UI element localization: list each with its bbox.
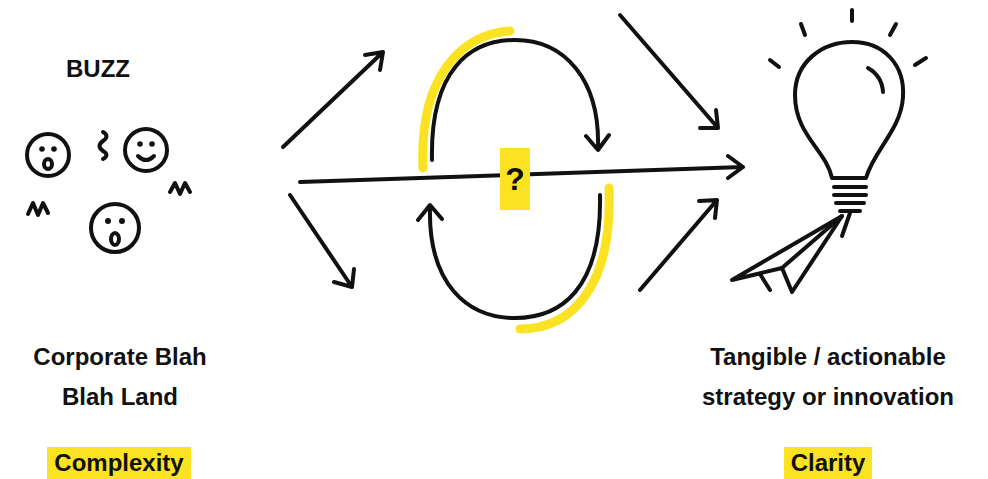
label-text: BUZZ (66, 55, 130, 82)
node-text: Complexity (54, 447, 183, 479)
sketch-arrows (283, 15, 743, 318)
squiggle (28, 203, 48, 215)
label-text: Corporate Blah Blah Land (33, 343, 206, 410)
face (91, 204, 139, 252)
arrow (283, 52, 383, 147)
arrow (290, 195, 354, 287)
buzzing-faces (27, 129, 190, 252)
highlight-box: Clarity (784, 447, 873, 479)
highlight-box: Complexity (47, 447, 190, 479)
region-label: Corporate Blah Blah Land (20, 337, 220, 417)
highlight-stroke (423, 31, 510, 168)
node-text: Clarity (791, 447, 866, 479)
squiggle (100, 132, 107, 159)
face (27, 134, 69, 176)
question-box: ? (500, 148, 530, 210)
mouth (138, 156, 154, 160)
mouth (44, 159, 52, 169)
face (125, 129, 167, 171)
highlight-stroke (520, 188, 609, 329)
arrow (640, 200, 717, 290)
cycle-arrow (418, 195, 600, 318)
label-text: Tangible / actionable strategy or innova… (702, 343, 954, 410)
node-text: ? (505, 161, 525, 197)
arrow (620, 15, 718, 128)
squiggle (170, 183, 190, 194)
region-label: Tangible / actionable strategy or innova… (683, 337, 973, 417)
lightbulb (770, 10, 926, 236)
paper-plane (732, 216, 842, 292)
cycle-arrow (432, 40, 609, 160)
eyes (39, 141, 155, 224)
buzz-text: BUZZ (33, 54, 163, 84)
mouth (111, 233, 119, 245)
